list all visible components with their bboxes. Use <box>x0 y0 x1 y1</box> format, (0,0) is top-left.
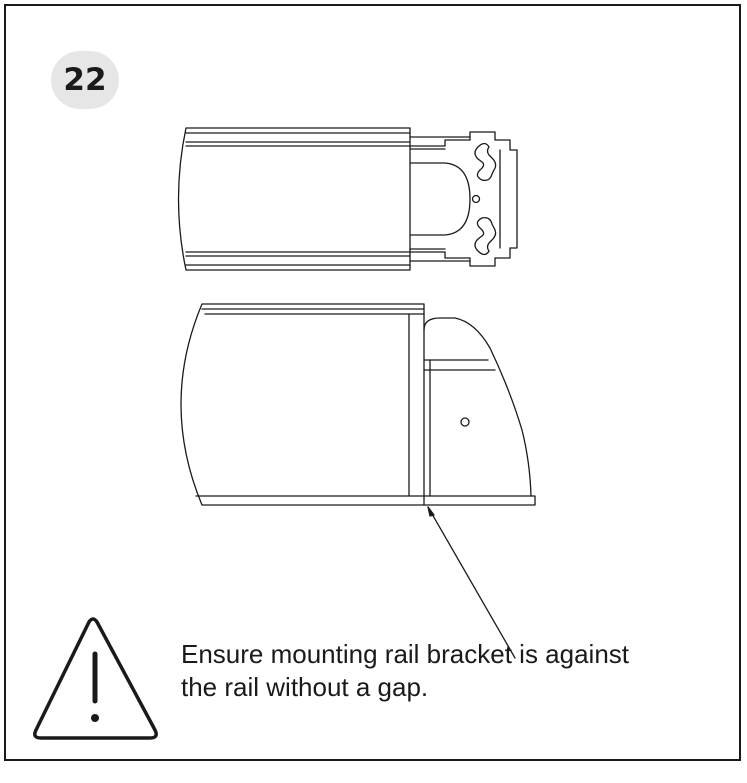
bracket-plate <box>409 131 518 267</box>
step-number: 22 <box>63 62 107 98</box>
note-line-2: the rail without a gap. <box>181 672 429 702</box>
instruction-frame <box>4 4 741 761</box>
side-view-assembly <box>180 303 536 506</box>
bracket-hole <box>471 194 481 204</box>
bracket-cutout <box>409 162 471 236</box>
side-bracket <box>423 317 536 506</box>
step-number-badge: 22 <box>51 51 119 109</box>
warning-note: Ensure mounting rail bracket is against … <box>181 638 701 704</box>
note-line-1: Ensure mounting rail bracket is against <box>181 639 630 669</box>
leader-arrow <box>427 506 516 659</box>
keyhole-slot-bottom <box>474 216 497 256</box>
side-bracket-hole <box>460 417 470 427</box>
keyhole-slot-top <box>474 142 497 182</box>
top-rail-body <box>177 127 411 271</box>
top-view-assembly <box>177 127 518 271</box>
side-rail-body <box>180 303 425 506</box>
warning-triangle-icon <box>33 617 158 740</box>
